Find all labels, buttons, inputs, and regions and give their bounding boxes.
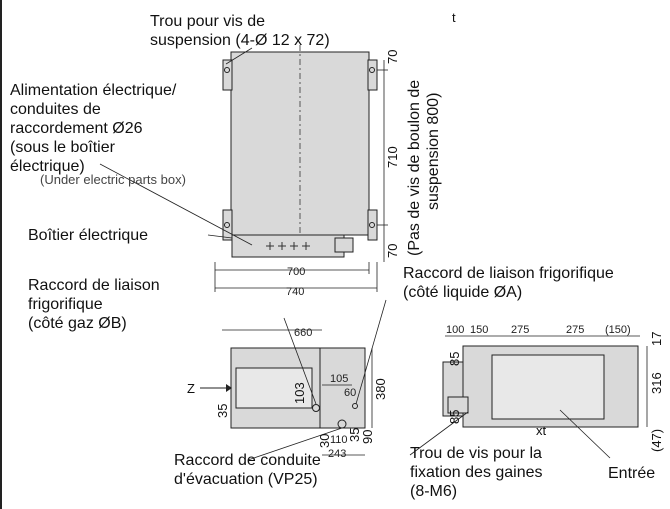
inlet-opening xyxy=(491,354,605,420)
dim-243: 243 xyxy=(328,448,347,460)
duct-screw-label: Trou de vis pour la fixation des gaines … xyxy=(410,444,543,501)
front-view xyxy=(200,299,387,461)
pipe-stub-top xyxy=(334,237,354,253)
suspension-hole-line1: Trou pour vis de xyxy=(150,13,266,30)
leader-power xyxy=(99,163,253,246)
liquid-pipe-line1: Raccord de liaison frigorifique xyxy=(403,265,614,282)
drain-pipe-line2: d'évacuation (VP25) xyxy=(174,471,318,488)
power-supply-line1: Alimentation électrique/ xyxy=(10,82,177,99)
electric-box-label: Boîtier électrique xyxy=(28,227,149,244)
dim-150: 150 xyxy=(470,324,489,336)
top-view xyxy=(99,45,388,292)
duct-screw-line3: (8-M6) xyxy=(410,483,458,500)
dim-top-70-lower: 70 xyxy=(385,243,400,258)
dim-60: 60 xyxy=(344,387,357,399)
suspension-pitch-line1: (Pas de vis de boulon de xyxy=(406,79,423,256)
liquid-pipe-line2: (côté liquide ØA) xyxy=(403,284,523,301)
dim-top-740: 740 xyxy=(286,286,305,298)
bracket-top-left xyxy=(222,59,233,91)
leader-duct xyxy=(409,411,469,456)
gas-pipe-line3: (côté gaz ØB) xyxy=(28,315,127,332)
dim-150p: (150) xyxy=(605,324,631,336)
power-supply-line4: (sous le boîtier xyxy=(10,139,115,156)
dim-top-70-upper: 70 xyxy=(385,49,400,64)
z-arrow-head xyxy=(226,384,232,392)
dim-85a: 85 xyxy=(447,351,462,366)
bracket-top-right xyxy=(367,59,378,91)
liquid-pipe-label: Raccord de liaison frigorifique (côté li… xyxy=(403,264,614,302)
electric-box xyxy=(231,234,345,258)
suspension-pitch-line2: suspension 800) xyxy=(425,92,442,210)
power-supply-line3: raccordement Ø26 xyxy=(10,120,143,137)
power-supply-label: Alimentation électrique/ conduites de ra… xyxy=(10,81,176,176)
leader-suspension xyxy=(225,47,253,65)
duct-screw-line1: Trou de vis pour la xyxy=(410,445,542,462)
dim-316: 316 xyxy=(649,372,664,394)
dim-380: 380 xyxy=(373,378,388,400)
dim-top-700: 700 xyxy=(287,266,306,278)
drain-pipe-line1: Raccord de conduite xyxy=(174,452,321,469)
dim-275a: 275 xyxy=(511,324,530,336)
stray-t: t xyxy=(452,10,456,25)
dim-105: 105 xyxy=(330,373,349,385)
suspension-hole-label: Trou pour vis de suspension (4-Ø 12 x 72… xyxy=(150,12,330,50)
leader-inlet xyxy=(559,409,611,459)
leader-drain xyxy=(247,427,343,461)
power-supply-line2: conduites de xyxy=(10,101,101,118)
hole-tl xyxy=(224,67,230,73)
dim-100: 100 xyxy=(446,324,465,336)
inlet-label: Entrée xyxy=(608,465,656,482)
hole-br xyxy=(369,222,375,228)
gas-pipe-label: Raccord de liaison frigorifique (côté ga… xyxy=(28,276,160,333)
dim-110: 110 xyxy=(330,434,348,446)
dim-103: 103 xyxy=(292,382,307,404)
bracket-bottom-left xyxy=(222,209,233,241)
front-panel xyxy=(235,367,313,409)
terminal-marks xyxy=(266,242,310,250)
liquid-port xyxy=(352,403,358,409)
side-pipe xyxy=(447,396,469,414)
dim-top-710: 710 xyxy=(385,146,400,168)
gas-pipe-line2: frigorifique xyxy=(28,296,103,313)
dim-47: (47) xyxy=(649,428,664,452)
power-supply-line5: électrique) xyxy=(10,158,85,175)
dim-35: 35 xyxy=(215,403,230,418)
z-arrow-label: Z xyxy=(187,381,195,396)
duct-screw-line2: fixation des gaines xyxy=(410,464,543,481)
gas-port xyxy=(312,404,320,412)
stray-xt: xt xyxy=(536,423,547,438)
drain-pipe-label: Raccord de conduite d'évacuation (VP25) xyxy=(174,451,321,489)
hole-bl xyxy=(224,222,230,228)
hole-tr xyxy=(369,67,375,73)
under-box-ghost-label: (Under electric parts box) xyxy=(40,172,186,187)
leader-box xyxy=(207,234,233,239)
dim-660: 660 xyxy=(294,327,313,339)
dim-275b: 275 xyxy=(566,324,585,336)
leader-liquid xyxy=(355,299,387,405)
side-view xyxy=(409,335,648,459)
dim-17: 17 xyxy=(649,331,664,346)
dim-85b: 85 xyxy=(447,409,462,424)
leader-gas xyxy=(283,317,317,405)
dim-90: 90 xyxy=(360,429,375,444)
suspension-hole-line2: suspension (4-Ø 12 x 72) xyxy=(150,32,330,49)
gas-pipe-line1: Raccord de liaison xyxy=(28,277,160,294)
